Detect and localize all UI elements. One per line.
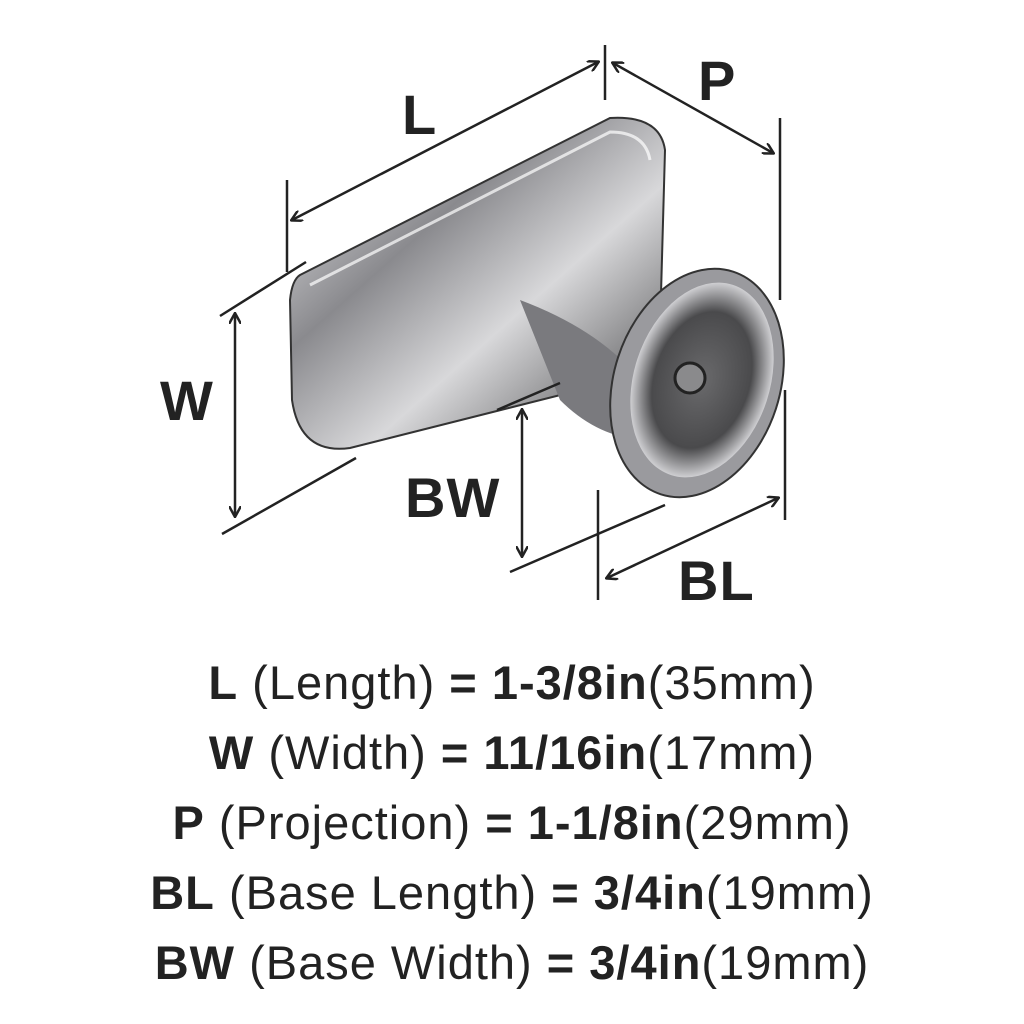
spec-base-length: BL (Base Length) = 3/4in(19mm) <box>150 866 874 919</box>
knob-diagram <box>219 45 787 600</box>
label-length: L <box>402 83 438 146</box>
label-base-width: BW <box>405 466 501 529</box>
knob-illustration <box>288 116 785 499</box>
spec-base-width: BW (Base Width) = 3/4in(19mm) <box>154 936 870 989</box>
spec-projection: P (Projection) = 1-1/8in(29mm) <box>172 796 852 849</box>
spec-length: L (Length) = 1-3/8in(35mm) <box>208 656 816 709</box>
spec-width: W (Width) = 11/16in(17mm) <box>208 726 816 779</box>
spec-list: L (Length) = 1-3/8in(35mm) W (Width) = 1… <box>0 648 1024 998</box>
label-width: W <box>160 369 214 432</box>
dimension-lines <box>219 45 787 600</box>
label-base-length: BL <box>678 549 755 612</box>
label-projection: P <box>698 49 737 112</box>
